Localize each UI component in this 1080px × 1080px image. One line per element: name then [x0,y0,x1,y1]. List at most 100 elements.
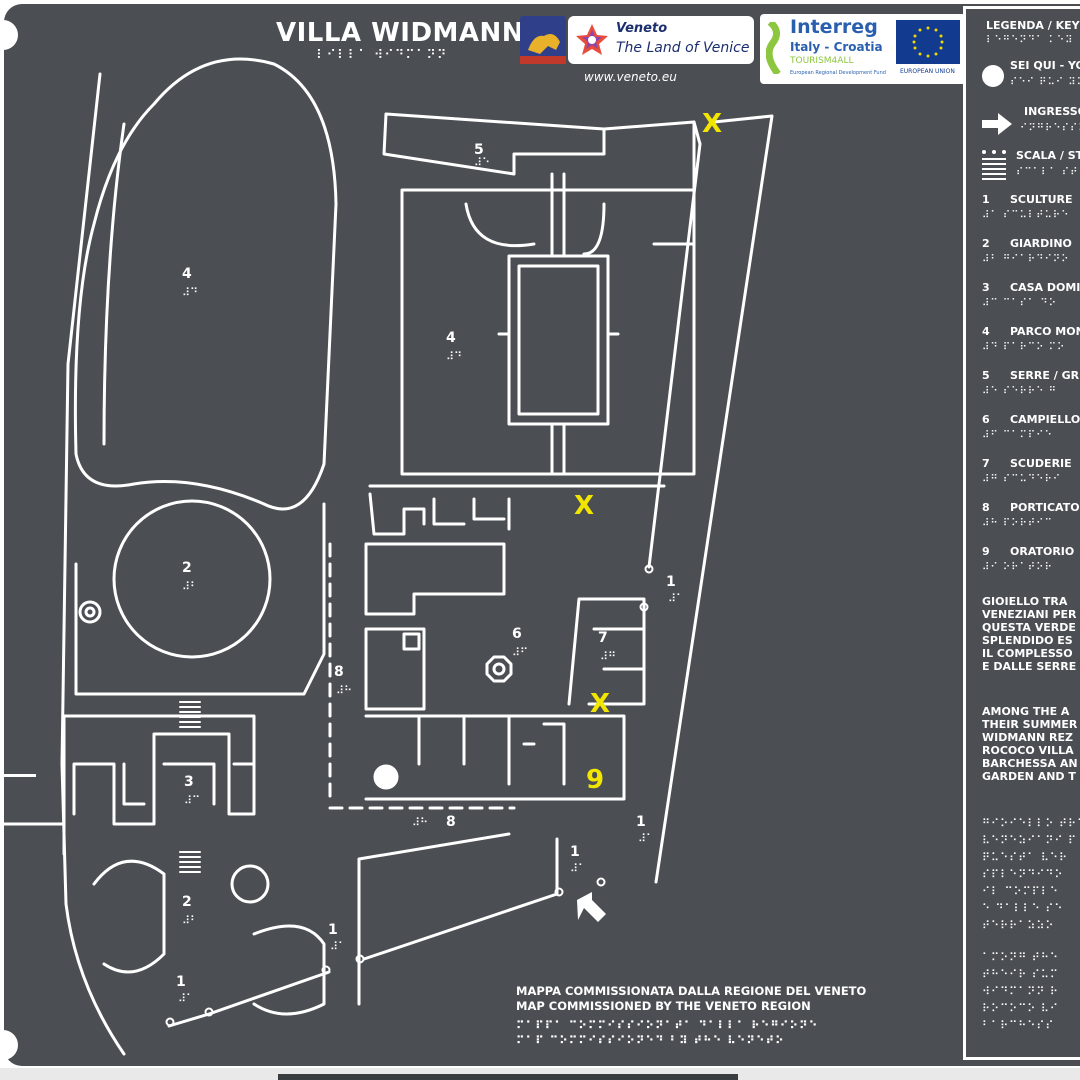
x-marker-scuderie: X [590,689,610,719]
map-label: 6 [512,626,522,642]
veneto-logo: Veneto The Land of Venice [568,16,754,64]
legend-item-braille: ⠼⠃ ⠛⠊⠁⠗⠙⠊⠝⠕ [982,254,1070,265]
map-label-braille: ⠼⠋ [512,646,528,659]
stairs-legend-icon [982,150,1006,180]
veneto-lion-logo [520,16,566,64]
east-boundary-wall [647,114,774,884]
map-label: 2 [182,560,192,576]
legend-symbol-braille: ⠎⠉⠁⠇⠁ ⠎⠞ [1016,167,1079,178]
scuderie-block [567,597,646,706]
legend-item-number: 4 [982,325,990,338]
map-label-braille: ⠼⠑ [474,156,490,169]
round-garden [112,499,272,659]
map-label: 4 [182,266,192,282]
braille-line: ⠊⠇ ⠉⠕⠍⠏⠇⠑ [982,885,1059,898]
corner-notch-bottom [0,1030,18,1060]
area-labels: 5 ⠼⠑ 4 ⠼⠙ 4 ⠼⠙ 2 ⠼⠃ 2 ⠼⠃ 3 ⠼⠉ 6 ⠼⠋ 7 ⠼⠛ … [176,142,684,1005]
interreg-subtitle: Italy - Croatia [790,40,883,54]
interreg-logo: Interreg Italy - Croatia TOURISM4ALL Eur… [760,14,966,84]
legend-item-braille: ⠼⠛ ⠎⠉⠥⠙⠑⠗⠊ [982,474,1062,485]
legend-panel: LEGENDA / KEY ⠇⠑⠛⠑⠝⠙⠁ ⠅⠑⠽ SEI QUI - YOU … [963,6,1080,1060]
legend-symbol-label: SCALA / STAIRS [1016,149,1080,162]
entrance-arrow-icon [577,892,606,922]
legend-item-braille: ⠼⠁ ⠎⠉⠥⠇⠞⠥⠗⠑ [982,210,1070,221]
braille-line: ⠃⠁⠗⠉⠓⠑⠎⠎ [982,1019,1055,1032]
garden-fountain-south [230,864,270,904]
court-enclosure [400,188,696,476]
braille-line: ⠺⠊⠙⠍⠁⠝⠝ ⠗ [982,985,1059,998]
page-bottom-strip [0,1068,1080,1080]
legend-item-label: SCUDERIE [1010,457,1072,470]
interreg-title: Interreg [790,16,878,38]
commission-braille-en: ⠍⠁⠏ ⠉⠕⠍⠍⠊⠎⠎⠊⠕⠝⠑⠙ ⠃⠽ ⠞⠓⠑ ⠧⠑⠝⠑⠞⠕ [516,1034,785,1047]
gate-posts [165,564,654,1027]
interreg-fund: European Regional Development Fund [790,70,886,76]
legend-symbol-label: INGRESSO / ENTRANCE [1024,105,1080,118]
barchessa-block [364,542,506,616]
fountain-dot [373,764,399,790]
map-label-braille: ⠼⠓ [336,684,352,697]
stairs-south [179,851,201,873]
map-label: 1 [666,574,676,590]
map-label-braille: ⠼⠙ [446,350,462,363]
map-label-braille: ⠼⠃ [182,914,198,927]
braille-line: ⠧⠑⠝⠑⠵⠊⠁⠝⠊ ⠏ [982,834,1078,847]
map-label: 5 [474,142,484,158]
veneto-url: www.veneto.eu [584,70,677,84]
legend-item-braille: ⠼⠊ ⠕⠗⠁⠞⠕⠗ [982,562,1053,573]
veneto-title: Veneto [616,21,668,36]
description-italian: GIOIELLO TRA VENEZIANI PER QUESTA VERDE … [982,595,1077,673]
garden-frame [74,502,326,696]
legend-symbol-label: SEI QUI - YOU ARE HERE [1010,59,1080,72]
service-block-north [368,484,666,536]
legend-item-number: 1 [982,193,990,206]
braille-line: ⠁⠍⠕⠝⠛ ⠞⠓⠑ [982,951,1059,964]
casa-dominicale [62,714,256,856]
veneto-star-icon [576,24,608,55]
map-label: 1 [328,922,338,938]
gazebo-west [78,600,102,624]
veneto-subtitle: The Land of Venice [616,40,750,56]
map-label-braille: ⠼⠃ [182,580,198,593]
legend-item-label: ORATORIO [1010,545,1075,558]
x-marker-northeast: X [702,109,722,139]
legend-item-number: 9 [982,545,990,558]
commission-line-en: MAP COMMISSIONED BY THE VENETO REGION [516,999,811,1013]
map-label-braille: ⠼⠛ [600,650,616,663]
map-label: 1 [176,974,186,990]
north-east-link [692,120,702,146]
map-label: 2 [182,894,192,910]
map-label-braille: ⠼⠁ [668,592,684,605]
map-label: 7 [598,630,608,646]
legend-heading-braille: ⠇⠑⠛⠑⠝⠙⠁ ⠅⠑⠽ [986,35,1074,46]
page-title: VILLA WIDMANN [276,18,525,48]
interreg-ribbon-icon [766,22,781,74]
west-range [364,627,426,711]
map-label-braille: ⠼⠁ [570,862,586,875]
serre-building [382,112,606,176]
campiello-fountain [485,655,513,683]
tactile-map-board: 5 ⠼⠑ 4 ⠼⠙ 4 ⠼⠙ 2 ⠼⠃ 2 ⠼⠃ 3 ⠼⠉ 6 ⠼⠋ 7 ⠼⠛ … [4,4,1080,1066]
x-marker-service: X [574,491,594,521]
legend-item-number: 8 [982,501,990,514]
title-braille: ⠇⠊⠇⠇⠁ ⠺⠊⠙⠍⠁⠝⠝ [316,48,448,63]
legend-item-label: GIARDINO [1010,237,1072,250]
braille-line: ⠟⠥⠑⠎⠞⠁ ⠧⠑⠗ [982,851,1069,864]
map-label: 8 [446,814,456,830]
braille-line: ⠞⠓⠑⠊⠗ ⠎⠥⠍ [982,968,1059,981]
corner-notch-top [0,20,18,50]
map-label: 3 [184,774,194,790]
map-label-braille: ⠼⠉ [184,794,200,807]
entrance-arrow-legend-icon [982,113,1012,135]
legend-item-braille: ⠼⠋ ⠉⠁⠍⠏⠊⠑ [982,430,1053,441]
legend-item-label: SCULTURE [1010,193,1073,206]
legend-item-label: CAMPIELLO [1010,413,1080,426]
legend-item-braille: ⠼⠓ ⠏⠕⠗⠞⠊⠉ [982,518,1053,529]
board-edge-tick [4,774,36,777]
parco-oval [73,57,338,511]
eu-label: EUROPEAN UNION [900,68,955,75]
court-paths [464,172,606,476]
parco-inner-path [102,122,126,446]
map-label: 1 [636,814,646,830]
highlight-oratorio: 9 [586,765,604,795]
